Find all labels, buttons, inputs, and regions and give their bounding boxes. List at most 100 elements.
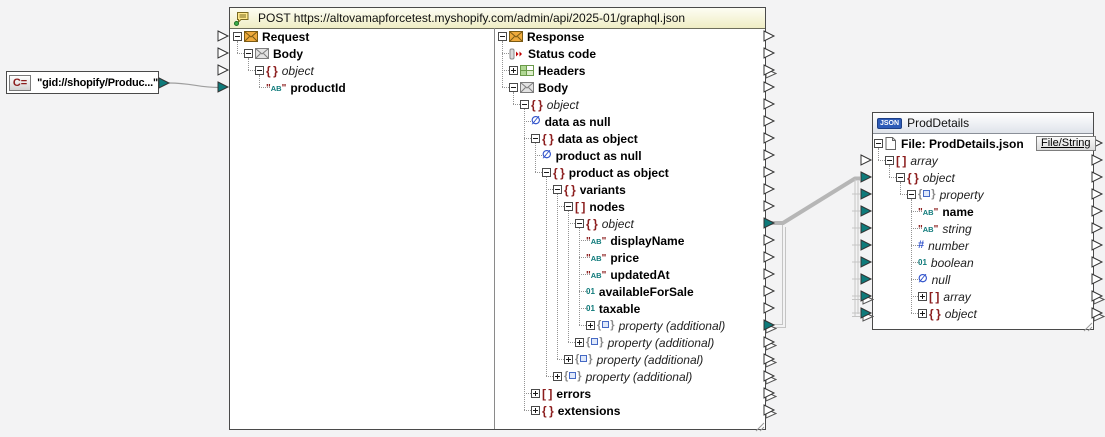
output-connector[interactable] — [763, 62, 777, 79]
output-connector[interactable] — [763, 232, 777, 249]
tree-node-object[interactable]: { }object — [575, 215, 634, 232]
file-string-toggle-button[interactable]: File/String — [1036, 136, 1096, 151]
tree-node-data-as-null[interactable]: ∅data as null — [531, 113, 611, 130]
expand-toggle-icon[interactable] — [531, 389, 540, 398]
tree-node-taxable[interactable]: 01taxable — [586, 300, 640, 317]
output-connector[interactable] — [763, 249, 777, 266]
constant-value[interactable]: "gid://shopify/Produc..." — [37, 77, 158, 89]
output-connector[interactable] — [763, 317, 777, 334]
output-connector[interactable] — [1091, 254, 1105, 271]
input-connector[interactable] — [217, 45, 231, 62]
collapse-toggle-icon[interactable] — [553, 185, 562, 194]
input-connector[interactable] — [860, 271, 874, 288]
tree-node-product-as-object[interactable]: { }product as object — [542, 164, 669, 181]
tree-node-data-as-object[interactable]: { }data as object — [531, 130, 638, 147]
tree-node-nodes[interactable]: [ ]nodes — [564, 198, 625, 215]
output-connector[interactable] — [763, 385, 777, 402]
connection-constant-to-productid[interactable] — [169, 83, 219, 88]
expand-toggle-icon[interactable] — [586, 321, 595, 330]
tree-node-array[interactable]: [ ]array — [918, 288, 971, 305]
webservice-titlebar[interactable]: POST https://altovamapforcetest.myshopif… — [230, 8, 765, 29]
collapse-toggle-icon[interactable] — [520, 100, 529, 109]
output-connector[interactable] — [1091, 305, 1105, 322]
tree-node-response[interactable]: Response — [498, 28, 584, 45]
tree-node-file-proddetails-json[interactable]: File: ProdDetails.json — [874, 135, 1024, 152]
output-connector[interactable] — [763, 45, 777, 62]
tree-node-number[interactable]: #number — [918, 237, 969, 254]
tree-node-extensions[interactable]: { }extensions — [531, 402, 620, 419]
collapse-toggle-icon[interactable] — [896, 173, 905, 182]
output-connector[interactable] — [1091, 186, 1105, 203]
input-connector[interactable] — [217, 62, 231, 79]
collapse-toggle-icon[interactable] — [509, 83, 518, 92]
output-connector[interactable] — [763, 147, 777, 164]
tree-node-updatedat[interactable]: "AB"updatedAt — [586, 266, 670, 283]
tree-node-body[interactable]: Body — [509, 79, 568, 96]
output-connector[interactable] — [763, 181, 777, 198]
connection-copy-children-right-bus[interactable] — [855, 179, 858, 316]
collapse-toggle-icon[interactable] — [498, 32, 507, 41]
output-connector[interactable] — [158, 75, 172, 92]
input-connector[interactable] — [860, 237, 874, 254]
resize-handle[interactable] — [755, 419, 765, 429]
tree-node-price[interactable]: "AB"price — [586, 249, 639, 266]
output-connector[interactable] — [763, 130, 777, 147]
input-connector[interactable] — [217, 28, 231, 45]
expand-toggle-icon[interactable] — [575, 338, 584, 347]
output-connector[interactable] — [763, 113, 777, 130]
input-connector[interactable] — [860, 305, 874, 322]
tree-node-property-additional[interactable]: {}property (additional) — [564, 351, 703, 368]
connection-object-to-object-thick[interactable] — [766, 179, 860, 224]
tree-node-property[interactable]: {}property — [907, 186, 984, 203]
output-connector[interactable] — [1091, 169, 1105, 186]
output-connector[interactable] — [763, 402, 777, 419]
collapse-toggle-icon[interactable] — [907, 190, 916, 199]
output-connector[interactable] — [763, 198, 777, 215]
output-connector[interactable] — [763, 334, 777, 351]
expand-toggle-icon[interactable] — [531, 406, 540, 415]
input-connector[interactable] — [860, 203, 874, 220]
collapse-toggle-icon[interactable] — [255, 66, 264, 75]
collapse-toggle-icon[interactable] — [542, 168, 551, 177]
proddetails-titlebar[interactable]: JSON ProdDetails — [873, 113, 1093, 134]
collapse-toggle-icon[interactable] — [564, 202, 573, 211]
tree-node-null[interactable]: ∅null — [918, 271, 950, 288]
tree-node-body[interactable]: Body — [244, 45, 303, 62]
collapse-toggle-icon[interactable] — [874, 139, 883, 148]
output-connector[interactable] — [763, 266, 777, 283]
expand-toggle-icon[interactable] — [564, 355, 573, 364]
collapse-toggle-icon[interactable] — [244, 49, 253, 58]
expand-toggle-icon[interactable] — [553, 372, 562, 381]
input-connector[interactable] — [860, 152, 874, 169]
output-connector[interactable] — [1091, 152, 1105, 169]
tree-node-headers[interactable]: Headers — [509, 62, 585, 79]
output-connector[interactable] — [763, 28, 777, 45]
output-connector[interactable] — [763, 283, 777, 300]
expand-toggle-icon[interactable] — [918, 309, 927, 318]
output-connector[interactable] — [763, 368, 777, 385]
tree-node-errors[interactable]: [ ]errors — [531, 385, 591, 402]
collapse-toggle-icon[interactable] — [885, 156, 894, 165]
output-connector[interactable] — [763, 79, 777, 96]
collapse-toggle-icon[interactable] — [575, 219, 584, 228]
collapse-toggle-icon[interactable] — [233, 32, 242, 41]
expand-toggle-icon[interactable] — [509, 66, 518, 75]
tree-node-productid[interactable]: "AB"productId — [266, 79, 346, 96]
output-connector[interactable] — [1091, 203, 1105, 220]
tree-node-variants[interactable]: { }variants — [553, 181, 626, 198]
tree-node-array[interactable]: [ ]array — [885, 152, 938, 169]
tree-node-property-additional[interactable]: {}property (additional) — [586, 317, 725, 334]
input-connector[interactable] — [217, 79, 231, 96]
output-connector[interactable] — [1091, 288, 1105, 305]
tree-node-product-as-null[interactable]: ∅product as null — [542, 147, 642, 164]
tree-node-string[interactable]: "AB"string — [918, 220, 972, 237]
constant-component[interactable]: C= "gid://shopify/Produc..." — [6, 71, 159, 94]
tree-node-request[interactable]: Request — [233, 28, 309, 45]
tree-node-property-additional[interactable]: {}property (additional) — [575, 334, 714, 351]
tree-node-object[interactable]: { }object — [520, 96, 579, 113]
output-connector[interactable] — [763, 300, 777, 317]
input-connector[interactable] — [860, 288, 874, 305]
tree-node-object[interactable]: { }object — [896, 169, 955, 186]
tree-node-displayname[interactable]: "AB"displayName — [586, 232, 684, 249]
output-connector[interactable] — [1091, 271, 1105, 288]
